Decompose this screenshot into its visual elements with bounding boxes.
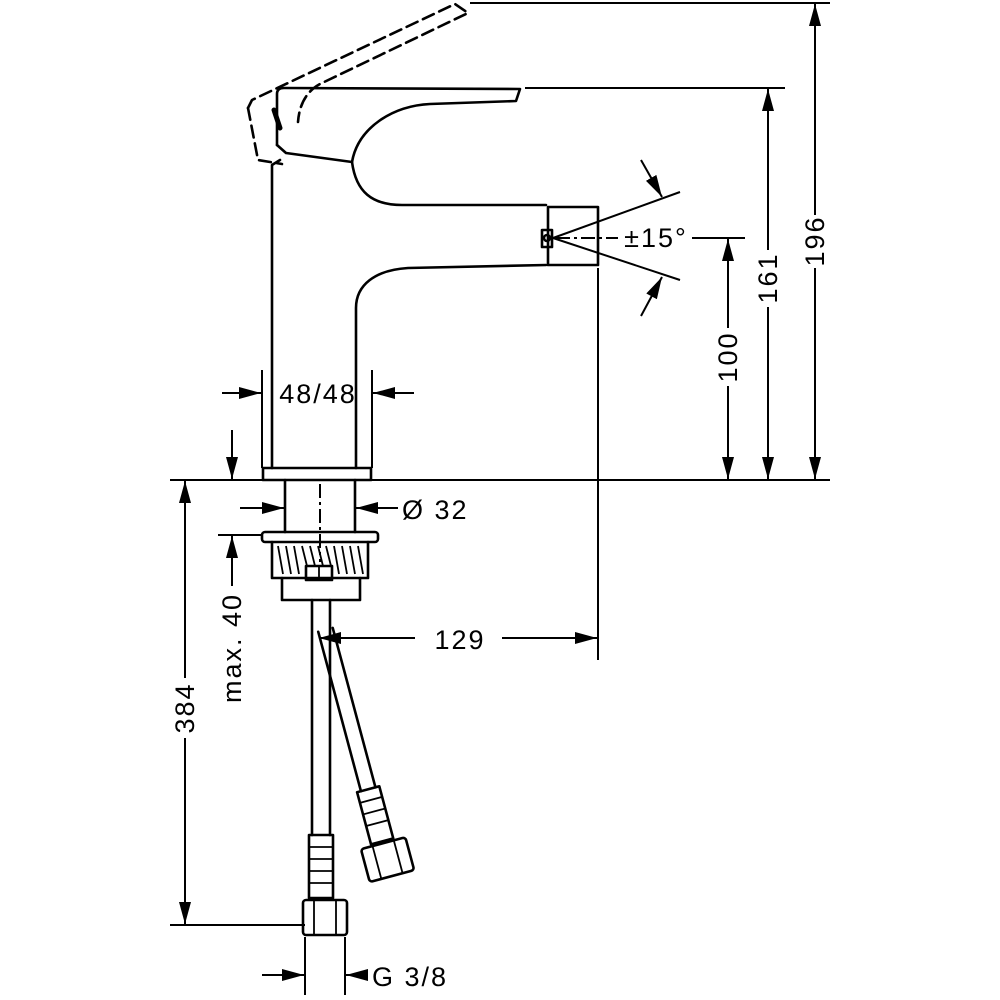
angle-label: ±15° [624, 223, 688, 253]
aerator-nozzle-hole [542, 233, 552, 243]
height-handle-dimension: 161 [753, 89, 783, 479]
coupling-band [359, 796, 383, 804]
extension-lines [170, 2, 830, 995]
connection-thread-label: G 3/8 [372, 962, 448, 992]
raised-handle-base [246, 106, 284, 166]
hose-length-dimension: 384 [170, 481, 200, 924]
supply-hose-angled [316, 626, 415, 883]
angle-limit-upper [552, 191, 681, 239]
raised-handle-outline [246, 2, 470, 124]
angle-arrow-upper [640, 159, 663, 198]
thread-line [309, 545, 316, 567]
thread-line [301, 545, 308, 567]
spout-bottom-edge [354, 263, 548, 470]
threaded-nut [270, 540, 370, 580]
hose-edge [331, 626, 377, 789]
coupling-band [365, 819, 389, 827]
hose-edge [316, 630, 363, 793]
spout-projection-dimension: 129 [319, 625, 597, 655]
thread-line [325, 545, 332, 567]
hose-coupling [307, 833, 335, 900]
thread-line [349, 545, 356, 575]
thread-line [317, 545, 324, 567]
hose-hex-nut [301, 898, 349, 937]
body-width-label: 48/48 [279, 379, 357, 409]
body-width-dimension: 48/48 [222, 379, 414, 409]
aerator-nozzle [540, 228, 554, 249]
thread-line [285, 545, 292, 575]
thread-line [333, 545, 340, 575]
thread-line [357, 545, 364, 575]
hex-nut-facet [392, 840, 404, 874]
supply-hose-straight [301, 598, 349, 937]
spout-projection-label: 129 [434, 625, 485, 655]
shank-diameter-label: Ø 32 [402, 495, 469, 525]
hose-coupling [355, 784, 395, 846]
thread-line [293, 545, 300, 575]
angle-arrow-lower [640, 276, 663, 317]
nut-lower-body [280, 576, 362, 602]
hex-nut-facet [371, 845, 383, 880]
height-total-dimension: 196 [800, 4, 830, 479]
thread-line [277, 545, 284, 575]
thread-hatching [277, 545, 364, 575]
aerator [546, 205, 600, 267]
body-left-edge [270, 158, 282, 470]
max-counter-thickness-dimension: max. 40 [217, 430, 247, 703]
max-counter-thickness-label: max. 40 [217, 593, 247, 703]
handle-underside [275, 143, 354, 164]
coupling-band [362, 807, 386, 816]
connection-thread-dimension: G 3/8 [262, 962, 448, 992]
angle-limit-lower [552, 237, 681, 281]
faucet-outline [246, 2, 600, 937]
height-handle-label: 161 [753, 252, 783, 303]
height-spout-label: 100 [713, 331, 743, 382]
spout-top-edge [350, 160, 548, 207]
height-total-label: 196 [800, 215, 830, 266]
shank-diameter-dimension: Ø 32 [240, 495, 469, 525]
spout-angle-dimension: ±15° [552, 159, 688, 317]
hose-length-label: 384 [170, 682, 200, 733]
hose-hex-nut [360, 836, 415, 883]
height-spout-dimension: 100 [713, 239, 743, 479]
base-plate [261, 466, 373, 482]
thread-line [341, 545, 348, 575]
handle-lever [275, 86, 522, 164]
